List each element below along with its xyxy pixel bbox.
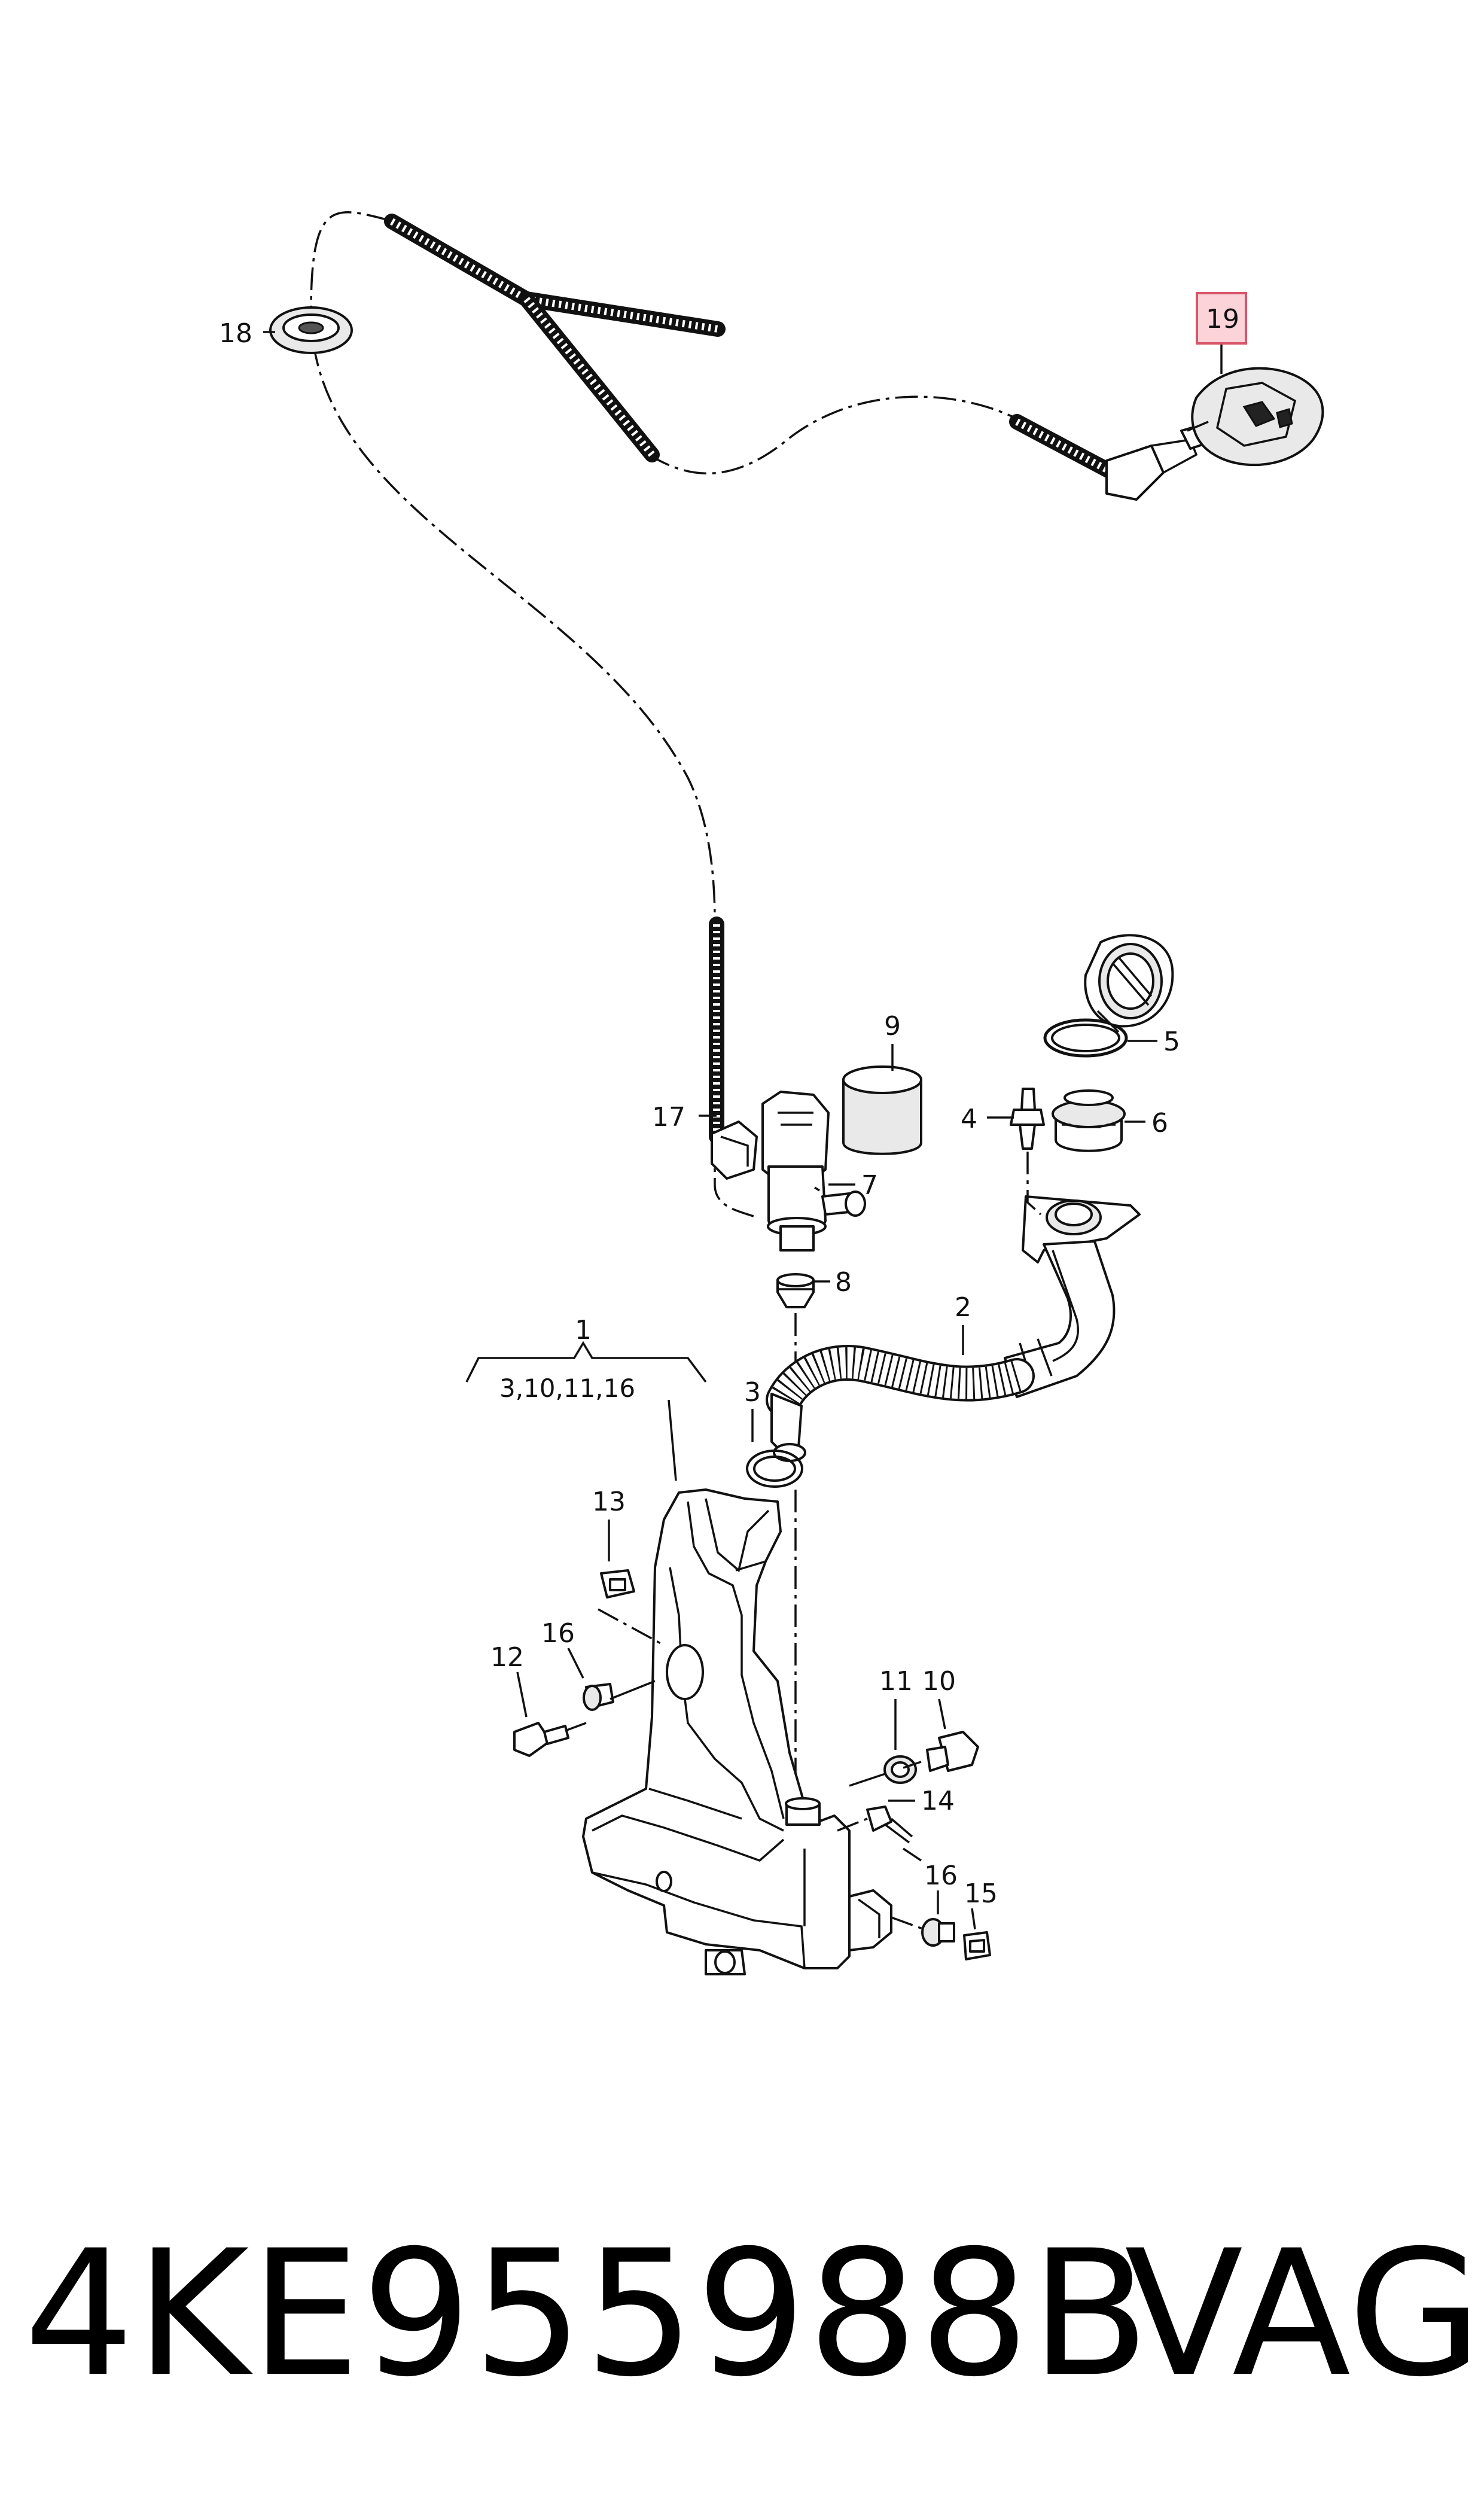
callout-11: 11	[879, 1666, 913, 1697]
washer-reservoir	[582, 1488, 892, 1975]
callout-15: 15	[964, 1878, 998, 1909]
o-ring	[746, 1450, 803, 1488]
leader-lines	[263, 331, 1223, 1930]
callout-8: 8	[835, 1267, 852, 1298]
callout-16-upper: 16	[541, 1618, 575, 1649]
callout-5: 5	[1163, 1027, 1180, 1057]
fasteners	[513, 1569, 991, 1960]
upper-hose-routing	[310, 211, 1017, 1219]
filler-cap	[1084, 934, 1174, 1033]
brand-name: VAG	[1125, 2213, 1482, 2415]
grommet	[269, 306, 353, 354]
callout-2: 2	[955, 1292, 971, 1323]
washer-pump	[761, 1091, 866, 1252]
pump-sleeve	[842, 1065, 922, 1155]
callout-7: 7	[861, 1170, 878, 1201]
hose-connector-elbow	[1105, 424, 1209, 501]
callout-3: 3	[744, 1377, 761, 1408]
clip	[1010, 1088, 1045, 1216]
callout-6: 6	[1151, 1108, 1168, 1138]
filler-hose	[766, 1345, 1035, 1462]
pump-connector	[711, 1121, 758, 1180]
callout-9: 9	[884, 1011, 901, 1042]
cap-seal	[1043, 1018, 1128, 1058]
callout-1: 1	[575, 1315, 592, 1345]
callout-19: 19	[1206, 304, 1239, 334]
callout-14: 14	[921, 1786, 955, 1816]
part-number: 4KE955988B	[24, 2213, 1151, 2415]
callout-1-group: 3,10,11,16	[499, 1374, 635, 1403]
callout-19-highlight	[1196, 292, 1247, 345]
callout-12: 12	[490, 1642, 524, 1673]
upper-harness	[384, 214, 1120, 480]
filler-adapter	[1052, 1089, 1126, 1152]
filler-neck	[1004, 1195, 1141, 1398]
washer-nozzle	[1187, 367, 1324, 467]
pump-seal	[776, 1273, 815, 1308]
callout-16-lower: 16	[924, 1861, 958, 1891]
callout-18: 18	[219, 318, 252, 349]
callout-10: 10	[922, 1666, 956, 1697]
callout-4: 4	[961, 1104, 977, 1134]
callout-17: 17	[652, 1102, 685, 1132]
callout-13: 13	[592, 1487, 626, 1517]
callout-labels: 18 19 9 17 7 8 5 6 4 2 3 1 3,10,11,16 13…	[219, 304, 1239, 1909]
